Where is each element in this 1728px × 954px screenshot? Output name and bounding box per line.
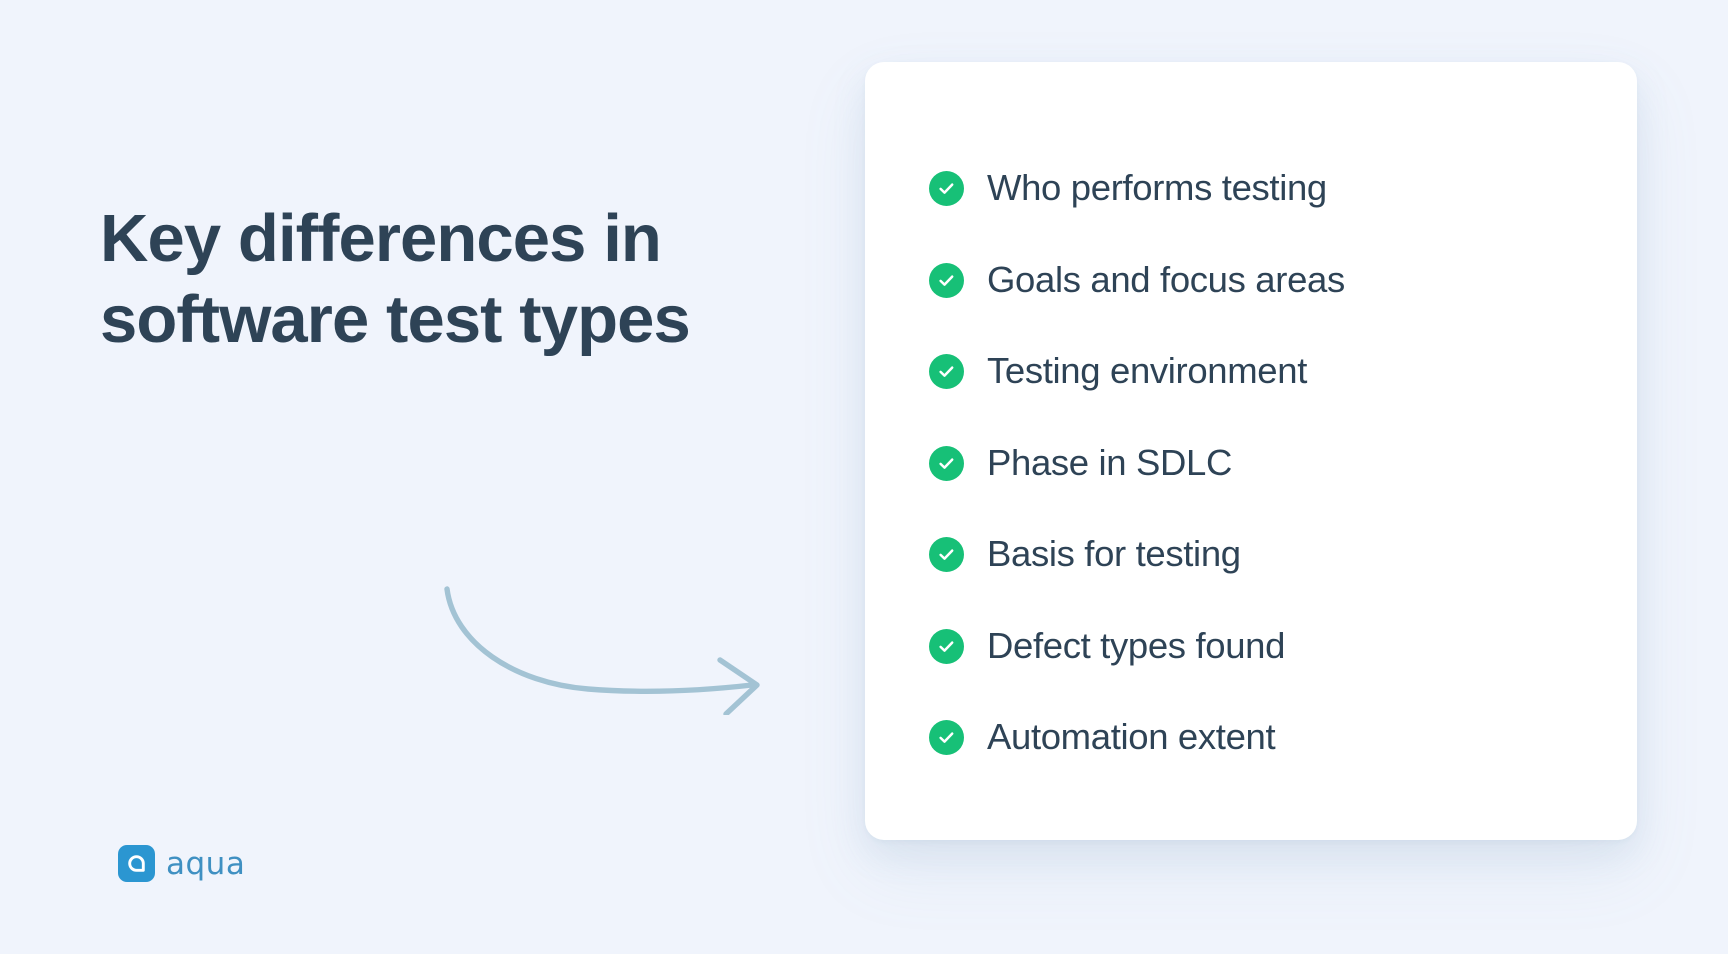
list-item-label: Automation extent xyxy=(987,716,1276,758)
check-circle-icon xyxy=(929,354,964,389)
list-item: Defect types found xyxy=(929,625,1597,668)
check-circle-icon xyxy=(929,628,964,664)
check-circle-icon xyxy=(929,537,964,572)
check-circle-icon xyxy=(929,445,964,481)
list-item-label: Defect types found xyxy=(987,624,1286,666)
left-panel: Key differences in software test types a… xyxy=(0,0,820,954)
curved-arrow-icon xyxy=(420,515,800,717)
feature-list: Who performs testing Goals and focus are… xyxy=(929,167,1597,759)
list-item-label: Who performs testing xyxy=(987,167,1327,209)
aqua-logo-mark-icon xyxy=(118,845,155,882)
brand-logo[interactable]: aqua xyxy=(118,845,245,882)
list-item: Who performs testing xyxy=(929,167,1597,210)
key-differences-card: Who performs testing Goals and focus are… xyxy=(865,62,1637,840)
list-item: Automation extent xyxy=(929,716,1597,759)
aqua-logo-wordmark: aqua xyxy=(166,846,246,882)
list-item-label: Testing environment xyxy=(987,350,1307,392)
page-title: Key differences in software test types xyxy=(100,201,691,358)
list-item: Goals and focus areas xyxy=(929,259,1597,302)
check-circle-icon xyxy=(929,720,964,755)
list-item-label: Goals and focus areas xyxy=(987,258,1345,300)
list-item: Testing environment xyxy=(929,350,1597,393)
list-item-label: Phase in SDLC xyxy=(987,441,1232,483)
check-circle-icon xyxy=(929,262,964,298)
list-item-label: Basis for testing xyxy=(987,533,1241,575)
check-circle-icon xyxy=(929,171,964,206)
list-item: Phase in SDLC xyxy=(929,442,1597,485)
list-item: Basis for testing xyxy=(929,533,1597,576)
